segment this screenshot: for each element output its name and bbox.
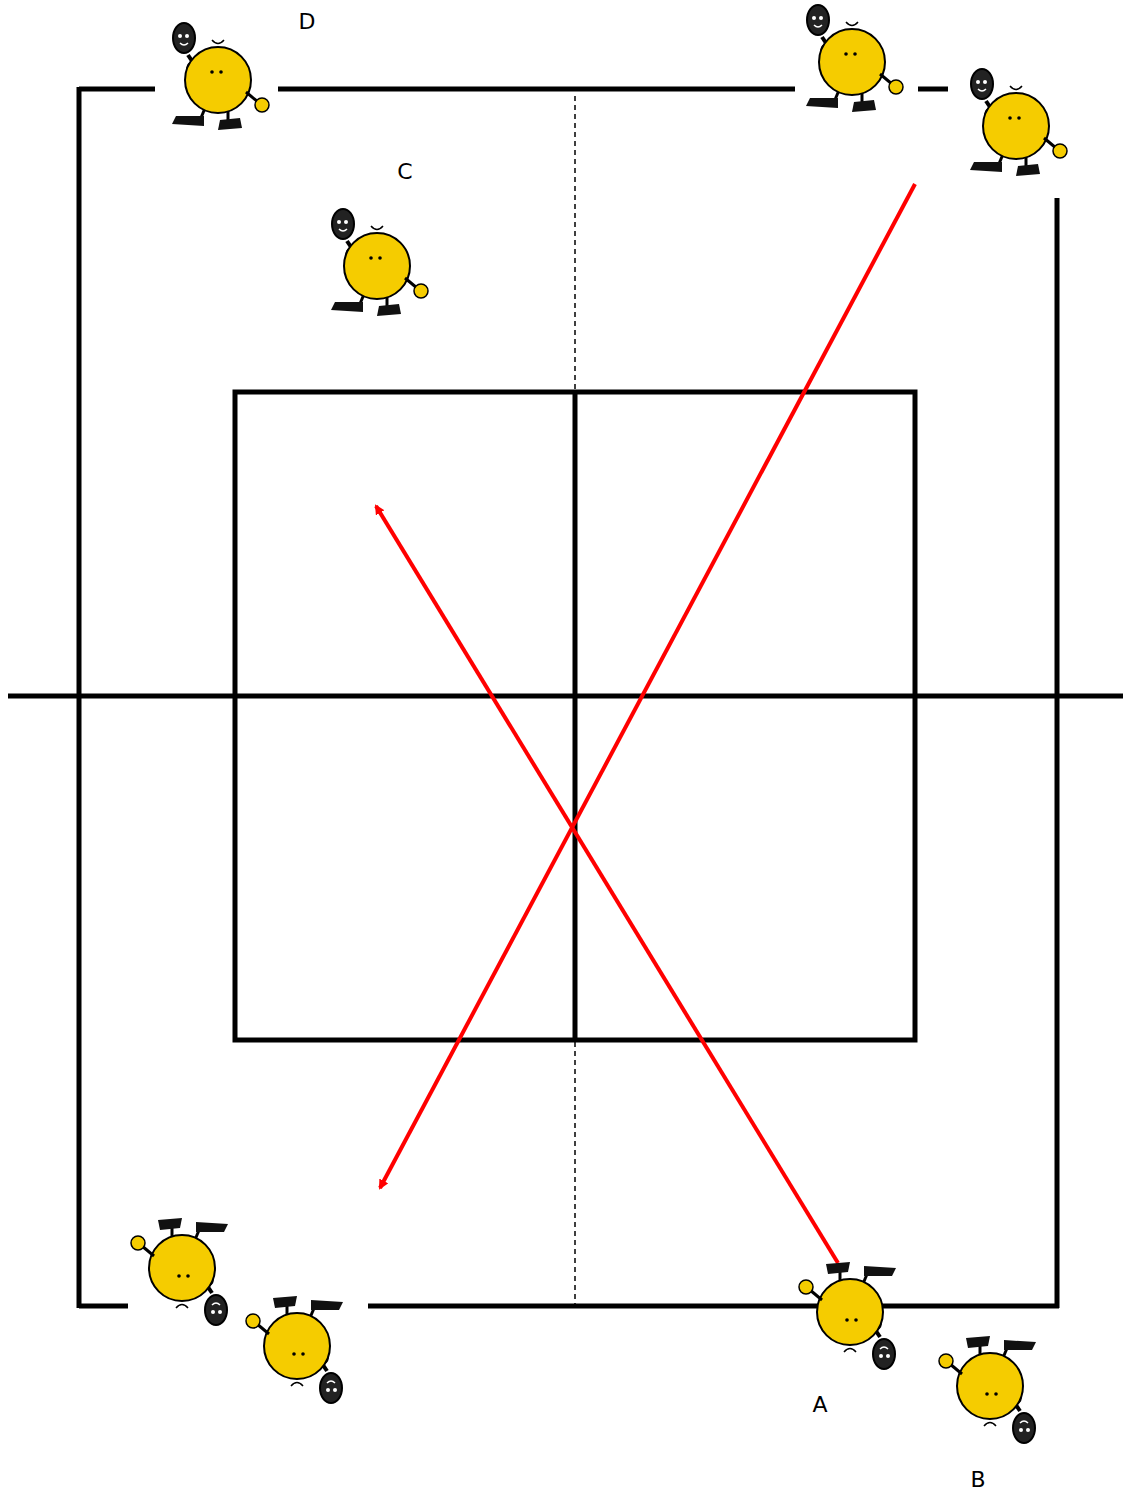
player-label: C (397, 161, 412, 183)
center-dashes (574, 96, 576, 1304)
player-label: B (970, 1469, 985, 1491)
shot-arrows (376, 184, 915, 1263)
players (131, 5, 1067, 1443)
player-label: A (812, 1394, 827, 1416)
player-label: D (299, 11, 316, 33)
court-lines (8, 87, 1123, 1308)
